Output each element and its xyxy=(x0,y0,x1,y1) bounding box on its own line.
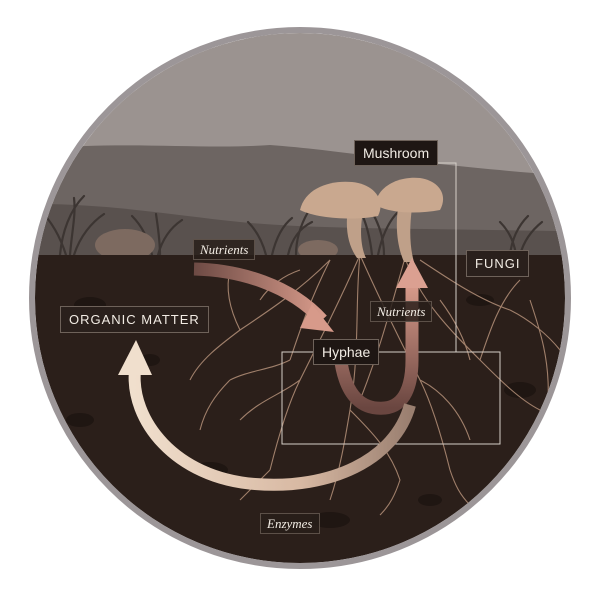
mushroom-left xyxy=(300,181,381,258)
decomposition-cycle-arrow-head xyxy=(118,340,152,375)
decomposition-cycle-arrow xyxy=(128,369,416,491)
nutrients-arrow-top-head xyxy=(300,304,334,332)
nutrients-arrow-up xyxy=(333,285,419,415)
mushroom-right xyxy=(375,177,444,262)
label-nutrients-right: Nutrients xyxy=(370,301,433,322)
label-organic-matter: ORGANIC MATTER xyxy=(60,306,209,333)
nutrients-arrow-up-head xyxy=(396,258,428,288)
label-mushroom: Mushroom xyxy=(354,140,439,166)
label-hyphae: Hyphae xyxy=(313,339,380,365)
label-nutrients-top: Nutrients xyxy=(193,239,256,260)
frame-circle xyxy=(29,27,571,569)
label-fungi: FUNGI xyxy=(466,250,530,277)
label-enzymes: Enzymes xyxy=(260,513,320,534)
soil-mound-left xyxy=(95,229,155,261)
